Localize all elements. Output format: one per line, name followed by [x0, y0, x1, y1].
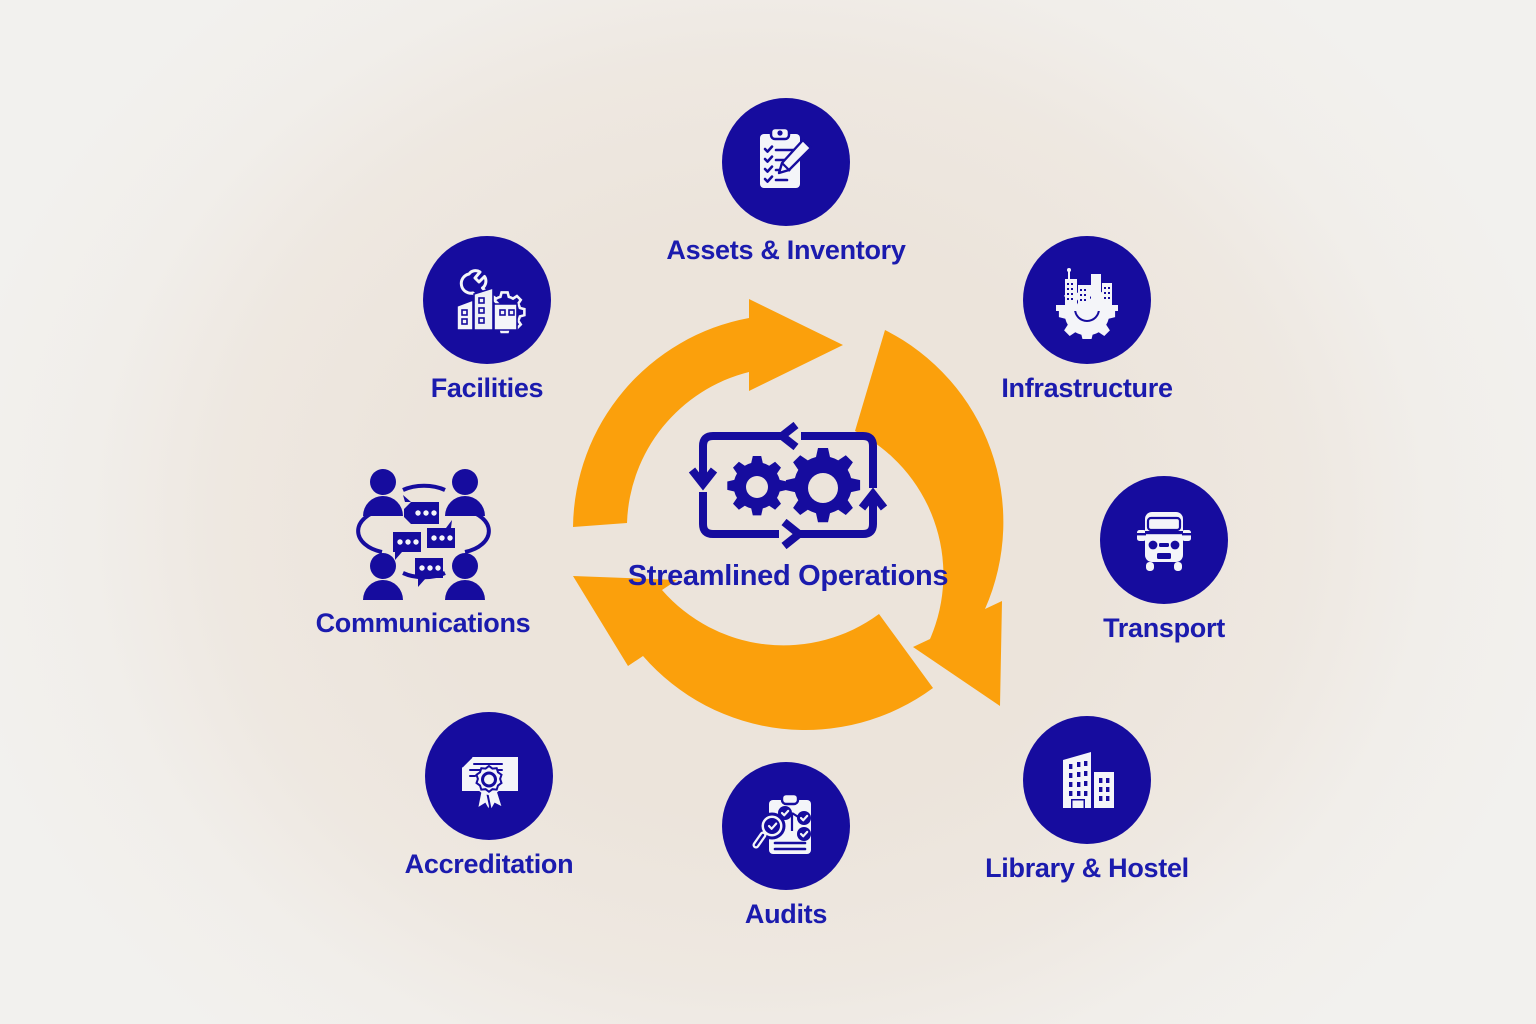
- node-label: Communications: [315, 608, 531, 638]
- node-badge: [1100, 476, 1228, 604]
- ribbon-icon: [475, 764, 505, 814]
- person-bottom-left: [363, 553, 403, 600]
- cycle-arrow-segment-1: [573, 299, 843, 527]
- city-skyline-gear-icon: [1056, 268, 1118, 339]
- node-accreditation[interactable]: Accreditation: [372, 712, 606, 880]
- person-top-left: [363, 469, 403, 516]
- center-cluster: Streamlined Operations: [608, 418, 968, 608]
- speech-bubbles: [393, 495, 455, 587]
- small-gear-icon: [727, 456, 787, 516]
- buildings-wrench-gear-icon: [456, 269, 526, 334]
- node-label: Library & Hostel: [985, 853, 1189, 883]
- person-top-right: [445, 469, 485, 516]
- magnifier-icon: [752, 812, 786, 849]
- pencil-icon: [777, 138, 813, 175]
- node-facilities[interactable]: Facilities: [399, 236, 575, 404]
- certificate-award-icon: [461, 756, 518, 814]
- person-bottom-right: [445, 553, 485, 600]
- bus-front-icon: [1137, 512, 1191, 571]
- node-assets[interactable]: Assets & Inventory: [657, 98, 915, 266]
- node-badge: [1023, 716, 1151, 844]
- buildings-icon: [1063, 752, 1114, 808]
- node-infrastructure[interactable]: Infrastructure: [960, 236, 1214, 404]
- node-communications[interactable]: Communications: [295, 455, 551, 639]
- wrench-icon: [459, 269, 504, 317]
- skyline: [1065, 268, 1112, 306]
- node-badge: [425, 712, 553, 840]
- node-label: Transport: [1103, 613, 1225, 643]
- node-badge: [348, 455, 498, 605]
- center-label: Streamlined Operations: [627, 560, 949, 592]
- node-badge: [423, 236, 551, 364]
- node-label: Assets & Inventory: [666, 235, 906, 265]
- node-badge: [722, 98, 850, 226]
- node-badge: [1023, 236, 1151, 364]
- gears-cycle-icon: [688, 421, 888, 550]
- clipboard-checklist-pencil-icon: [760, 126, 813, 188]
- node-transport[interactable]: Transport: [1077, 476, 1251, 644]
- node-badge: [722, 762, 850, 890]
- people-speech-bubbles-icon: [356, 469, 491, 600]
- node-label: Facilities: [430, 373, 544, 403]
- large-gear-icon: [785, 448, 861, 523]
- clipboard-magnifier-checks-icon: [752, 792, 811, 854]
- bubble-dots: [397, 510, 453, 571]
- node-label: Audits: [744, 899, 828, 929]
- cycle-arrow-segment-3: [573, 576, 933, 731]
- node-audits[interactable]: Audits: [700, 762, 872, 930]
- node-library[interactable]: Library & Hostel: [960, 716, 1214, 884]
- cycle-arrow-segment-2: [855, 330, 1004, 706]
- buildings: [456, 286, 518, 331]
- node-label: Accreditation: [404, 849, 574, 879]
- node-label: Infrastructure: [1001, 373, 1173, 403]
